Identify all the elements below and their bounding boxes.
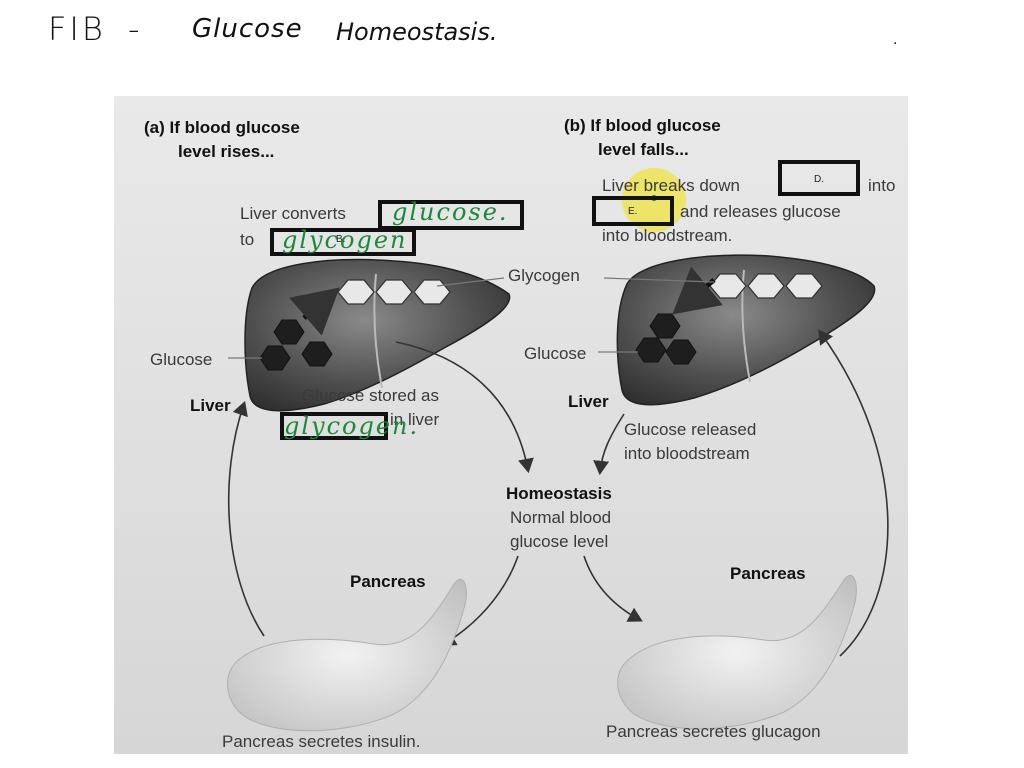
answer-box-b xyxy=(270,228,416,256)
glucose-hexagons-left xyxy=(259,319,333,371)
answer-glucose: glucose. xyxy=(392,198,509,226)
title-fib: FIB xyxy=(48,10,106,48)
into-bloodstream-label-2: into bloodstream xyxy=(624,444,750,463)
breaks-down-label: Liver breaks down xyxy=(602,176,740,195)
homeostasis-label: Homeostasis xyxy=(506,484,612,503)
figure-artwork xyxy=(227,168,889,732)
liver-converts-label: Liver converts xyxy=(240,204,346,223)
title-homeostasis: Homeostasis. xyxy=(336,18,498,46)
pancreas-left xyxy=(227,578,467,732)
glucose-level-label: glucose level xyxy=(510,532,609,551)
cycle-arrow-pancreas-to-liver-right xyxy=(818,329,889,657)
answer-box-d xyxy=(778,160,860,196)
stray-dot: · xyxy=(893,36,898,52)
answer-glycogen-1: glycogen xyxy=(282,226,408,254)
arrow-glucose-to-glycogen xyxy=(289,287,340,336)
into-label: into xyxy=(868,176,896,195)
panel-a-heading-1: (a) If blood glucose xyxy=(144,118,300,137)
box-letter-e: E. xyxy=(628,206,638,217)
leader-glycogen xyxy=(436,277,505,287)
cycle-arrow-pancreas-to-liver-left xyxy=(227,400,265,637)
glucose-hexagons-right xyxy=(635,313,697,365)
arrow-glycogen-to-glucose xyxy=(672,266,723,315)
glucose-released-label: Glucose released xyxy=(624,420,757,439)
pancreas-label-left: Pancreas xyxy=(350,572,426,591)
pancreas-label-right: Pancreas xyxy=(730,564,806,583)
secretes-glucagon-label: Pancreas secretes glucagon xyxy=(606,722,821,741)
title-glucose: Glucose xyxy=(192,14,303,44)
answer-box-e xyxy=(592,196,674,226)
liver-label-left: Liver xyxy=(190,396,231,415)
glucose-homeostasis-figure: (a) If blood glucose level rises... (b) … xyxy=(114,96,908,754)
liver-left-lobe-line xyxy=(373,273,383,389)
box-letter-d: D. xyxy=(814,174,824,185)
panel-a-heading-2: level rises... xyxy=(178,142,275,161)
secretes-insulin-label: Pancreas secretes insulin. xyxy=(222,732,421,751)
leader-glycogen-right xyxy=(603,277,715,283)
glucose-label-left: Glucose xyxy=(150,350,213,369)
glucose-label-right: Glucose xyxy=(524,344,587,363)
panel-b-heading-1: (b) If blood glucose xyxy=(564,116,721,135)
glycogen-label: Glycogen xyxy=(508,266,580,285)
glycogen-chain-left xyxy=(337,279,451,305)
into-bloodstream-label: into bloodstream. xyxy=(602,226,733,245)
liver-label-right: Liver xyxy=(568,392,609,411)
answer-box-a xyxy=(378,200,524,230)
releases-glucose-label: and releases glucose xyxy=(680,202,841,221)
normal-blood-label: Normal blood xyxy=(510,508,612,527)
cycle-arrow-homeostasis-to-pancreas-right xyxy=(583,555,643,622)
cycle-arrow-liver-to-homeostasis-right xyxy=(593,413,625,476)
to-label: to xyxy=(240,230,255,249)
glycogen-chain-right xyxy=(709,273,823,299)
box-letter-b: B. xyxy=(336,234,346,245)
in-liver-label: in liver xyxy=(390,410,440,429)
title-dash: - xyxy=(128,10,140,48)
pancreas-right xyxy=(617,574,857,730)
answer-glycogen-2: glycogen. xyxy=(284,412,420,440)
cycle-arrow-liver-to-homeostasis xyxy=(395,341,534,474)
answer-box-c xyxy=(280,412,388,440)
glucose-stored-label: Glucose stored as xyxy=(302,386,440,405)
panel-b-heading-2: level falls... xyxy=(598,140,689,159)
